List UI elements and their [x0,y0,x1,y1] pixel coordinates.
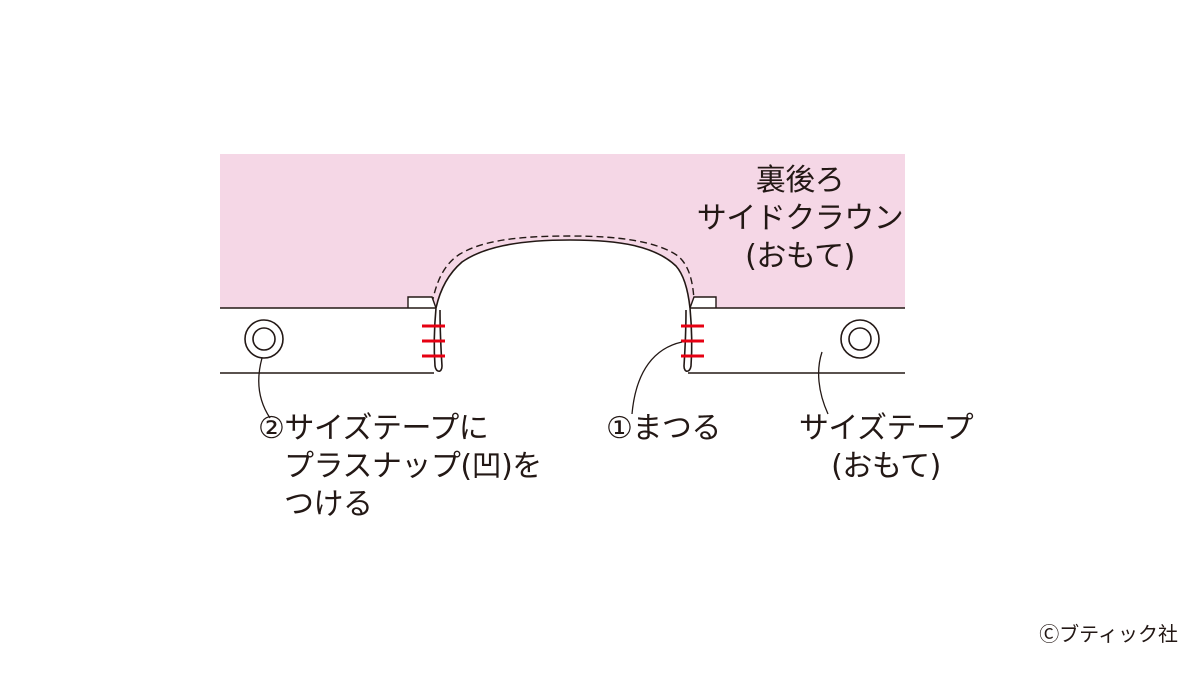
leader-line-tape [818,351,829,415]
label-line: サイズテープ [798,411,974,446]
label-line: ①まつる [606,411,721,446]
label-line: サイドクラウン [696,201,904,236]
label-line: つける [284,487,373,522]
leader-line-snap [258,357,271,419]
snap-icon [244,319,284,359]
label-line: プラスナップ(凹)を [284,449,542,484]
label-line: (おもて) [831,449,941,484]
label-line: (おもて) [745,239,855,274]
crown-fabric [220,154,905,308]
arch-dashed-stitch [431,235,695,305]
label-back-side-crown: 裏後ろ サイドクラウン (おもて) [690,162,910,276]
label-whip-stitch: ①まつる [606,410,721,448]
label-size-tape: サイズテープ (おもて) [786,410,986,486]
left-whip-stitches [422,324,445,358]
arch-edge [435,239,691,309]
snap-icon [840,319,880,359]
right-tab [689,296,717,309]
label-attach-snap: ②サイズテープに プラスナップ(凹)を つける [258,410,542,524]
label-line: 裏後ろ [755,163,845,198]
leader-line-stitch [631,341,683,415]
label-line: ②サイズテープに [258,411,489,446]
right-whip-stitches [681,324,704,358]
left-tab [407,296,437,309]
copyright-credit: Ⓒブティック社 [1039,622,1178,646]
